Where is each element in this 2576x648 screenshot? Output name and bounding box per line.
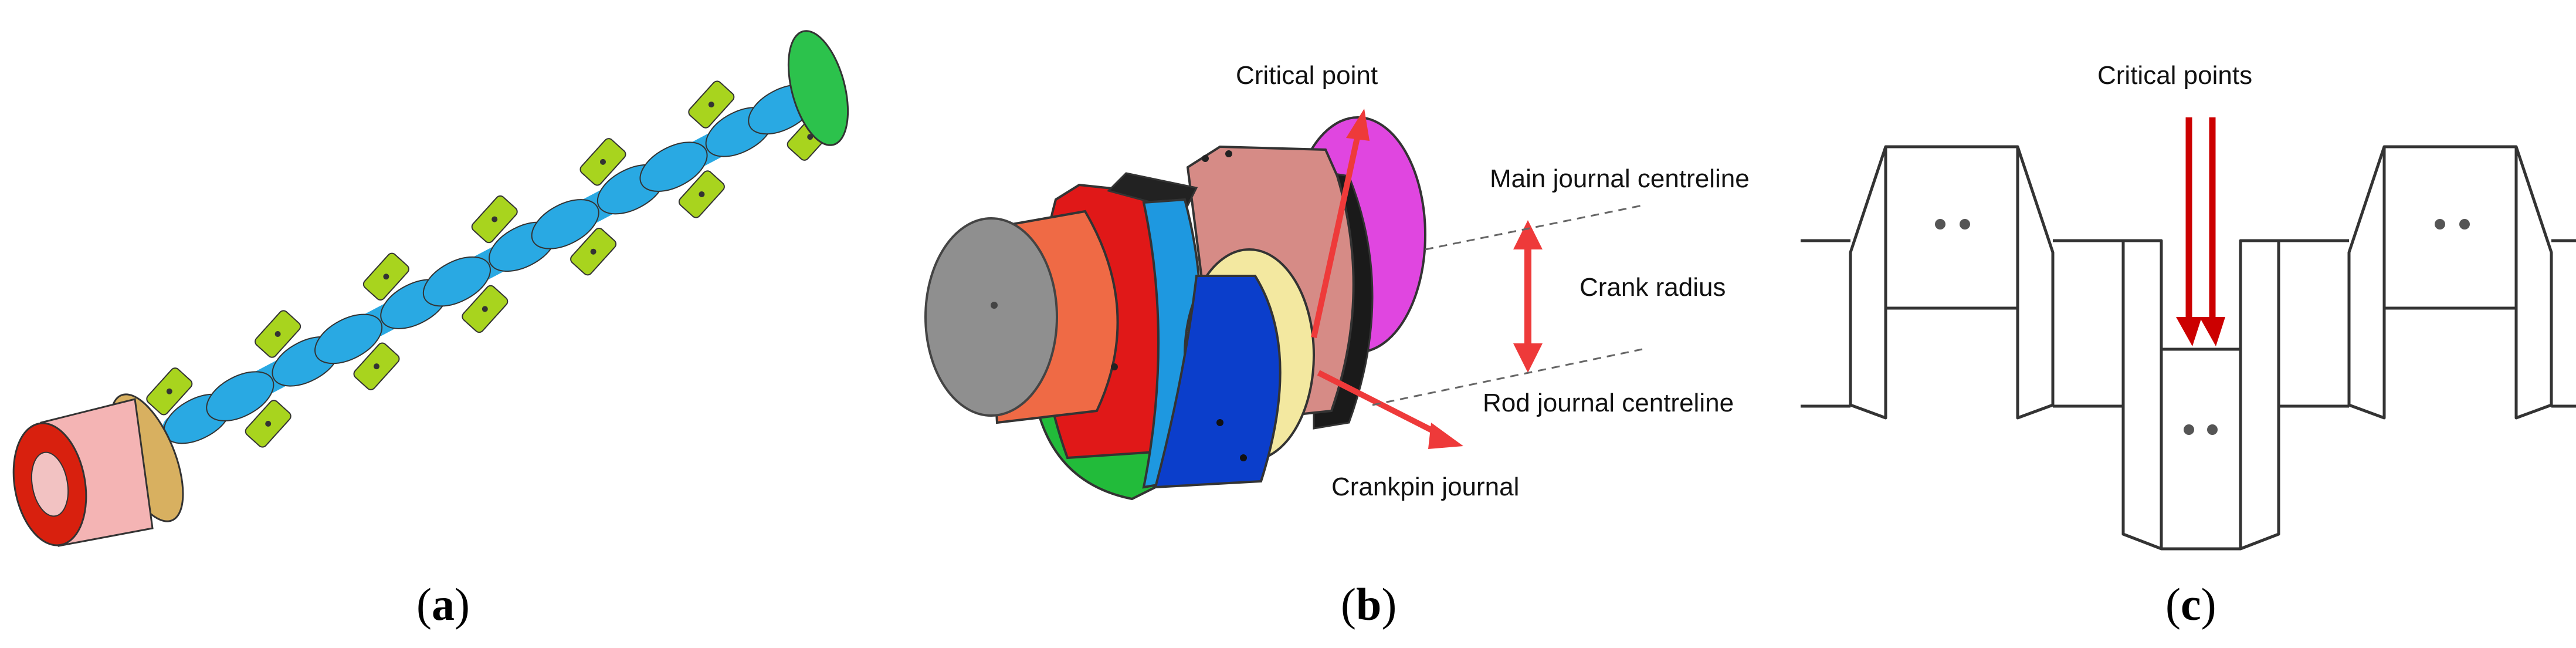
caption-c: (c)	[2165, 579, 2216, 630]
crank-journal	[206, 371, 274, 421]
label-main-journal-centreline: Main journal centreline	[1490, 164, 1750, 193]
rear-flange	[787, 30, 849, 146]
counterweight-bolt	[699, 191, 705, 197]
crank-journal	[639, 141, 708, 192]
label-crankpin-journal: Crankpin journal	[1331, 473, 1520, 501]
counterweight-bolt	[807, 134, 814, 140]
caption-a: (a)	[416, 579, 470, 630]
crankshaft-section-drawing	[1801, 117, 2576, 551]
left-web	[1849, 145, 2055, 420]
label-critical-points: Critical points	[2097, 61, 2253, 90]
counterweight-bolt	[383, 274, 389, 280]
crank-throw-model	[924, 109, 1643, 501]
critical-point-arrow	[1311, 134, 1361, 339]
counterweight-bolt	[600, 158, 606, 165]
rod-journal-centreline-line	[1372, 348, 1643, 406]
caption-b: (b)	[1341, 579, 1397, 630]
main-journal-centreline-line	[1425, 204, 1643, 251]
critical-points-arrows	[2185, 117, 2216, 317]
counterweight-bolt	[265, 420, 272, 427]
counterweight-bolt	[274, 331, 281, 338]
center-crank	[2121, 239, 2280, 551]
label-rod-journal-centreline: Rod journal centreline	[1483, 389, 1734, 417]
panel-a: (a)	[0, 0, 868, 648]
counterweight-bolt	[492, 216, 498, 222]
label-critical-point: Critical point	[1236, 61, 1378, 90]
panel-c: Critical points (c)	[1795, 0, 2576, 648]
end-face	[924, 217, 1058, 417]
flange-bore	[30, 451, 69, 517]
counterweight-bolt	[166, 388, 172, 394]
counterweight-bolt	[708, 102, 714, 108]
panel-b: Critical point Main journal centreline C…	[868, 0, 1795, 648]
label-crank-radius: Crank radius	[1580, 273, 1726, 302]
counterweight-bolt	[374, 363, 379, 370]
crank-journal	[314, 313, 383, 365]
counterweight-bolt	[482, 306, 488, 312]
crank-journal	[422, 256, 491, 307]
crank-journal	[531, 199, 599, 249]
crankshaft-3d-model	[12, 30, 849, 547]
counterweight-bolt	[590, 248, 596, 255]
right-web	[2347, 145, 2553, 420]
crankpin	[1154, 275, 1282, 489]
